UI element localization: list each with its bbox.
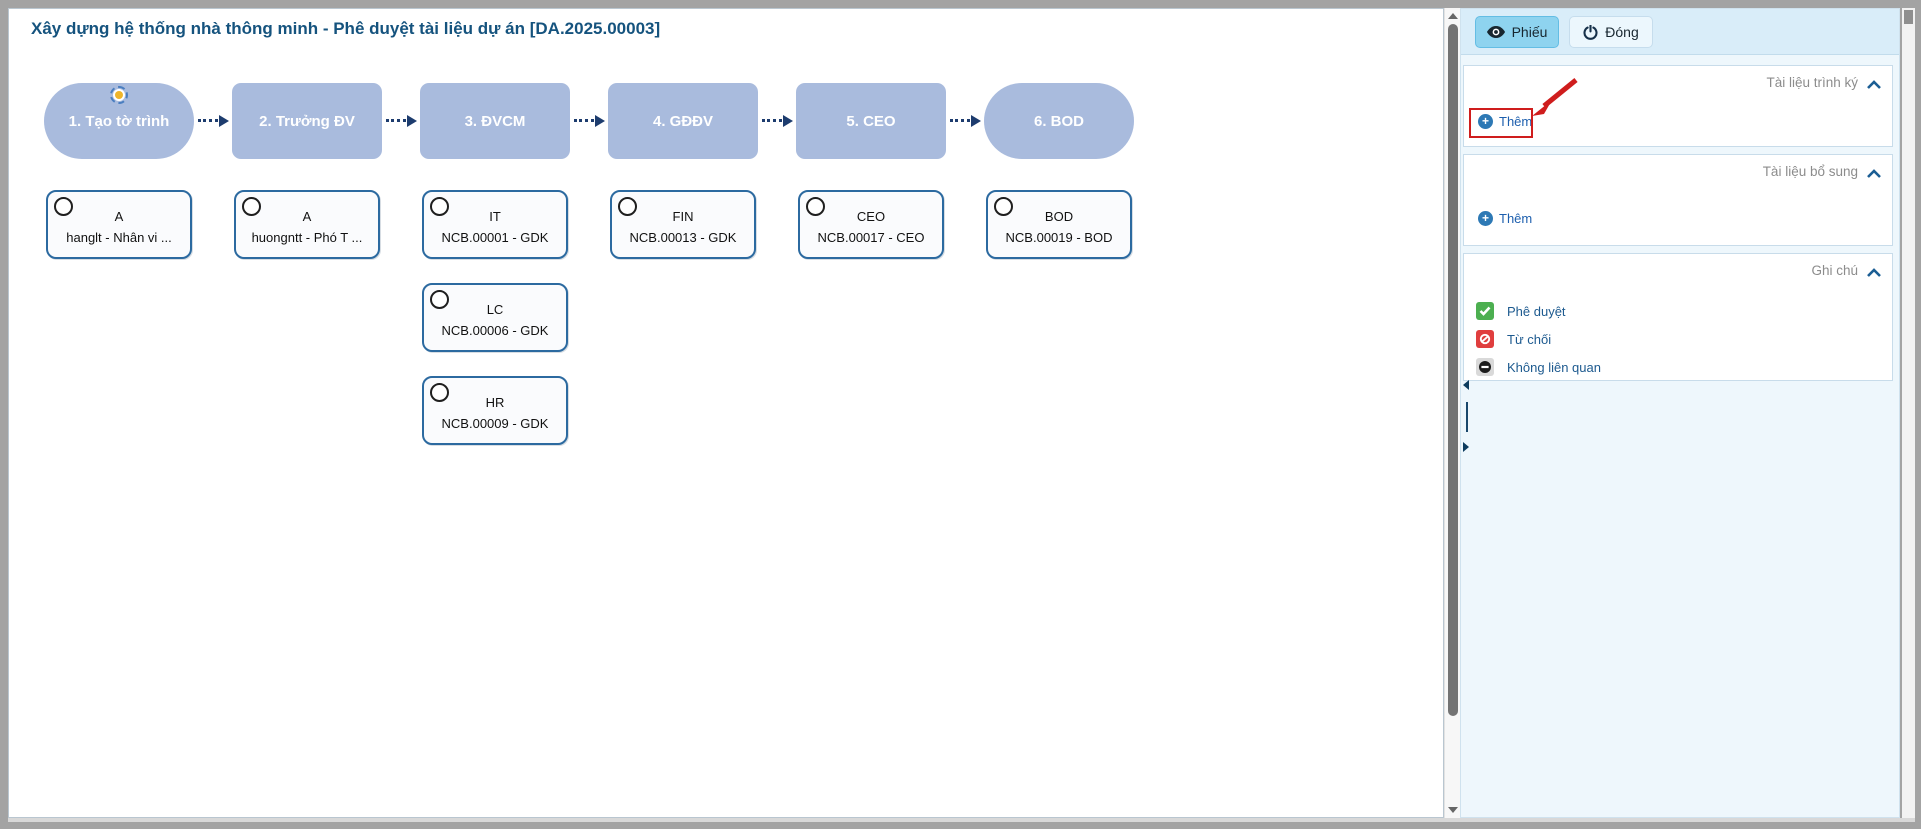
assignee-radio-button[interactable]: [430, 290, 449, 309]
assignee-card: FIN NCB.00013 - GDK: [610, 190, 756, 259]
workflow-step-label: 4. GĐĐV: [652, 112, 713, 130]
legend-item-approve: Phê duyệt: [1476, 302, 1566, 320]
scroll-down-icon[interactable]: [1448, 807, 1458, 813]
workflow-step-node: 6. BOD: [984, 83, 1134, 159]
assignee-card: CEO NCB.00017 - CEO: [798, 190, 944, 259]
workflow-connector: [762, 119, 782, 122]
splitter-expand-right-icon[interactable]: [1463, 442, 1469, 452]
assignee-code: FIN: [672, 209, 694, 224]
workflow-diagram-panel: Xây dựng hệ thống nhà thông minh - Phê d…: [8, 8, 1444, 818]
section-title: Ghi chú: [1811, 263, 1858, 278]
assignee-detail: NCB.00006 - GDK: [441, 323, 549, 338]
plus-circle-icon: +: [1478, 114, 1493, 129]
assignee-card: IT NCB.00001 - GDK: [422, 190, 568, 259]
chevron-up-icon[interactable]: [1866, 166, 1882, 184]
workflow-connector: [950, 119, 970, 122]
view-ticket-button[interactable]: Phiếu: [1475, 16, 1559, 48]
assignee-detail: NCB.00001 - GDK: [441, 230, 549, 245]
add-document-label: Thêm: [1499, 114, 1533, 129]
plus-circle-icon: +: [1478, 211, 1493, 226]
view-ticket-label: Phiếu: [1511, 24, 1548, 40]
assignee-code: A: [302, 209, 312, 224]
workflow-step-node: 3. ĐVCM: [420, 83, 570, 159]
assignee-detail: NCB.00017 - CEO: [817, 230, 925, 245]
workflow-arrowhead-icon: [783, 115, 793, 127]
workflow-arrowhead-icon: [407, 115, 417, 127]
workflow-step-node: 1. Tạo tờ trình: [44, 83, 194, 159]
assignee-code: A: [114, 209, 124, 224]
workflow-arrowhead-icon: [219, 115, 229, 127]
page-scrollbar-thumb[interactable]: [1904, 10, 1913, 24]
workflow-connector: [574, 119, 594, 122]
assignee-radio-button[interactable]: [242, 197, 261, 216]
approve-icon: [1476, 302, 1494, 320]
legend-item-not-related: Không liên quan: [1476, 358, 1601, 376]
splitter-handle[interactable]: [1466, 402, 1468, 432]
power-icon: [1583, 24, 1598, 40]
close-button[interactable]: Đóng: [1569, 16, 1653, 48]
section-title: Tài liệu bổ sung: [1762, 164, 1858, 179]
assignee-detail: NCB.00009 - GDK: [441, 416, 549, 431]
legend-label: Từ chối: [1507, 331, 1552, 347]
assignee-radio-button[interactable]: [806, 197, 825, 216]
add-document-link[interactable]: + Thêm: [1478, 114, 1532, 129]
sidebar-toolbar: Phiếu Đóng: [1461, 9, 1899, 55]
assignee-detail: NCB.00013 - GDK: [629, 230, 737, 245]
splitter-collapse-left-icon[interactable]: [1463, 380, 1469, 390]
workflow-step-label: 5. CEO: [846, 112, 896, 130]
workflow-step-node: 2. Trưởng ĐV: [232, 83, 382, 159]
legend-label: Phê duyệt: [1507, 303, 1566, 319]
workflow-connector: [386, 119, 406, 122]
assignee-detail: hanglt - Nhân vi ...: [66, 230, 172, 245]
eye-icon: [1486, 26, 1505, 38]
workflow-step-node: 4. GĐĐV: [608, 83, 758, 159]
workflow-arrowhead-icon: [595, 115, 605, 127]
workflow-connector: [198, 119, 218, 122]
workflow-arrowhead-icon: [971, 115, 981, 127]
current-step-icon: [110, 86, 128, 104]
reject-icon: [1476, 330, 1494, 348]
workflow-step-label: 6. BOD: [1033, 112, 1084, 130]
assignee-detail: huongntt - Phó T ...: [251, 230, 363, 245]
page-vertical-scrollbar[interactable]: [1902, 8, 1915, 818]
assignee-radio-button[interactable]: [994, 197, 1013, 216]
workflow-step-node: 5. CEO: [796, 83, 946, 159]
assignee-code: CEO: [856, 209, 886, 224]
bottom-edge: [8, 818, 1915, 822]
scroll-up-icon[interactable]: [1448, 13, 1458, 19]
add-extra-document-label: Thêm: [1499, 211, 1533, 226]
chevron-up-icon[interactable]: [1866, 265, 1882, 283]
close-label: Đóng: [1605, 24, 1639, 40]
section-tai-lieu-trinh-ky: Tài liệu trình ký + Thêm: [1463, 65, 1893, 147]
assignee-radio-button[interactable]: [618, 197, 637, 216]
assignee-detail: NCB.00019 - BOD: [1005, 230, 1113, 245]
main-vertical-scrollbar[interactable]: [1444, 8, 1460, 818]
assignee-code: HR: [485, 395, 505, 410]
legend-item-reject: Từ chối: [1476, 330, 1551, 348]
details-sidebar: Phiếu Đóng Tài liệu trình ký + Thêm: [1460, 8, 1900, 818]
scrollbar-thumb[interactable]: [1448, 24, 1458, 716]
assignee-radio-button[interactable]: [54, 197, 73, 216]
assignee-code: IT: [489, 209, 501, 224]
section-title: Tài liệu trình ký: [1766, 75, 1858, 90]
assignee-card: LC NCB.00006 - GDK: [422, 283, 568, 352]
assignee-card: HR NCB.00009 - GDK: [422, 376, 568, 445]
assignee-code: LC: [486, 302, 504, 317]
section-tai-lieu-bo-sung: Tài liệu bổ sung + Thêm: [1463, 154, 1893, 246]
workflow-step-label: 2. Trưởng ĐV: [259, 112, 355, 130]
chevron-up-icon[interactable]: [1866, 77, 1882, 95]
workflow-step-label: 3. ĐVCM: [464, 112, 526, 130]
assignee-card: BOD NCB.00019 - BOD: [986, 190, 1132, 259]
page-title: Xây dựng hệ thống nhà thông minh - Phê d…: [31, 19, 661, 38]
workflow-step-label: 1. Tạo tờ trình: [68, 112, 170, 130]
add-extra-document-link[interactable]: + Thêm: [1478, 211, 1532, 226]
legend-label: Không liên quan: [1507, 359, 1601, 375]
assignee-radio-button[interactable]: [430, 383, 449, 402]
not-related-icon: [1476, 358, 1494, 376]
assignee-code: BOD: [1044, 209, 1074, 224]
assignee-radio-button[interactable]: [430, 197, 449, 216]
